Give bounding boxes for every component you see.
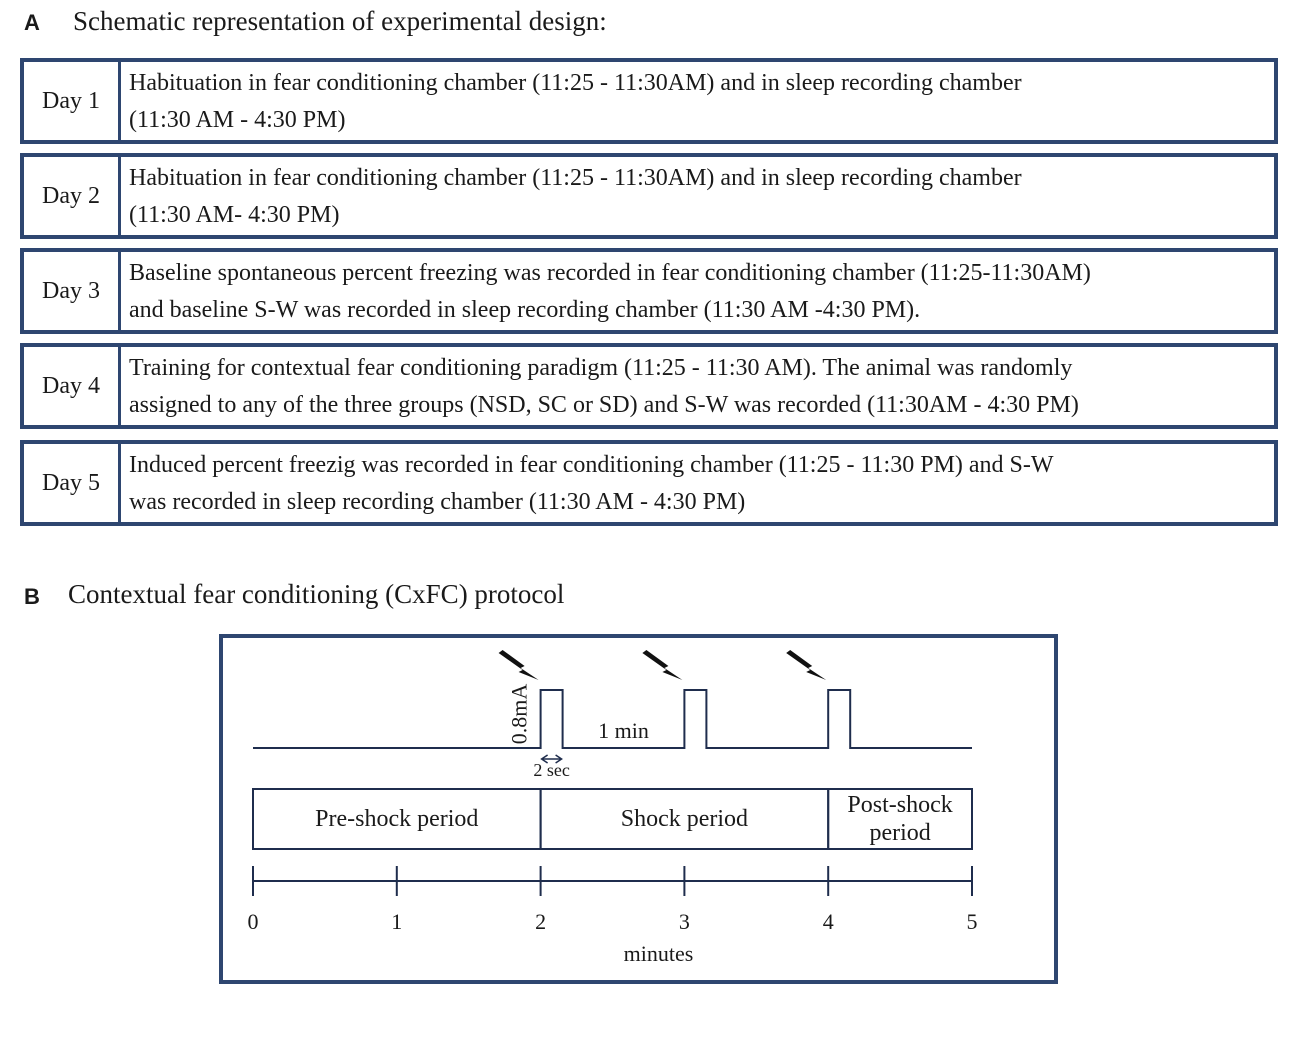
panel-a-title: Schematic representation of experimental…	[73, 6, 607, 36]
period-label-3-line-2: period	[869, 820, 930, 846]
duration-label: 2 sec	[533, 760, 569, 780]
interval-label: 1 min	[598, 718, 649, 743]
day-3-description-line-1: Baseline spontaneous percent freezing wa…	[129, 260, 1091, 286]
time-axis-tick-label-2: 2	[535, 909, 546, 934]
shock-amplitude-label: 0.8mA	[507, 684, 532, 745]
day-4-description-line-1: Training for contextual fear conditionin…	[129, 355, 1073, 381]
lightning-bolt-icon-1	[498, 650, 539, 680]
day-2-label: Day 2	[24, 157, 121, 235]
day-2-box: Day 2 Habituation in fear conditioning ch…	[20, 153, 1278, 239]
time-axis-tick-label-1: 1	[391, 909, 402, 934]
day-3-box: Day 3 Baseline spontaneous percent freezi…	[20, 248, 1278, 334]
duration-arrow-right-head	[555, 754, 563, 764]
day-1-label: Day 1	[24, 62, 121, 140]
day-4-description: Training for contextual fear conditionin…	[121, 347, 1274, 425]
time-axis-tick-label-4: 4	[823, 909, 834, 934]
day-5-description-line-1: Induced percent freezig was recorded in …	[129, 452, 1054, 478]
period-label-2: Shock period	[621, 806, 748, 832]
lightning-bolt-icon-2	[642, 650, 683, 680]
time-axis-tick-label-0: 0	[248, 909, 259, 934]
day-1-box: Day 1 Habituation in fear conditioning ch…	[20, 58, 1278, 144]
day-2-description: Habituation in fear conditioning chamber…	[121, 157, 1274, 235]
day-2-description-line-1: Habituation in fear conditioning chamber…	[129, 165, 1022, 191]
day-4-box: Day 4 Training for contextual fear condit…	[20, 343, 1278, 429]
period-label-1: Pre-shock period	[315, 806, 478, 832]
day-3-label: Day 3	[24, 252, 121, 330]
day-4-label: Day 4	[24, 347, 121, 425]
day-3-description: Baseline spontaneous percent freezing wa…	[121, 252, 1274, 330]
day-5-label: Day 5	[24, 444, 121, 522]
day-5-box: Day 5 Induced percent freezig was recorde…	[20, 440, 1278, 526]
day-2-description-line-2: (11:30 AM- 4:30 PM)	[129, 202, 340, 228]
day-3-description-line-2: and baseline S-W was recorded in sleep r…	[129, 297, 921, 323]
day-5-description-line-2: was recorded in sleep recording chamber …	[129, 489, 746, 515]
shock-waveform-line	[253, 689, 972, 749]
period-box-3	[827, 788, 974, 850]
day-1-description-line-2: (11:30 AM - 4:30 PM)	[129, 107, 346, 133]
duration-arrow-left-head	[540, 754, 549, 764]
lightning-bolt-icon-3	[786, 650, 827, 680]
day-5-description: Induced percent freezig was recorded in …	[121, 444, 1274, 522]
time-axis-label: minutes	[624, 941, 694, 966]
panel-b-letter: B	[24, 584, 40, 609]
time-axis-tick-label-5: 5	[967, 909, 978, 934]
day-1-description-line-1: Habituation in fear conditioning chamber…	[129, 70, 1022, 96]
panel-a-letter: A	[24, 10, 40, 35]
panel-b-title: Contextual fear conditioning (CxFC) prot…	[68, 579, 565, 609]
time-axis-tick-label-3: 3	[679, 909, 690, 934]
day-1-description: Habituation in fear conditioning chamber…	[121, 62, 1274, 140]
period-label-3-line-1: Post-shock	[847, 792, 952, 818]
day-4-description-line-2: assigned to any of the three groups (NSD…	[129, 392, 1079, 418]
